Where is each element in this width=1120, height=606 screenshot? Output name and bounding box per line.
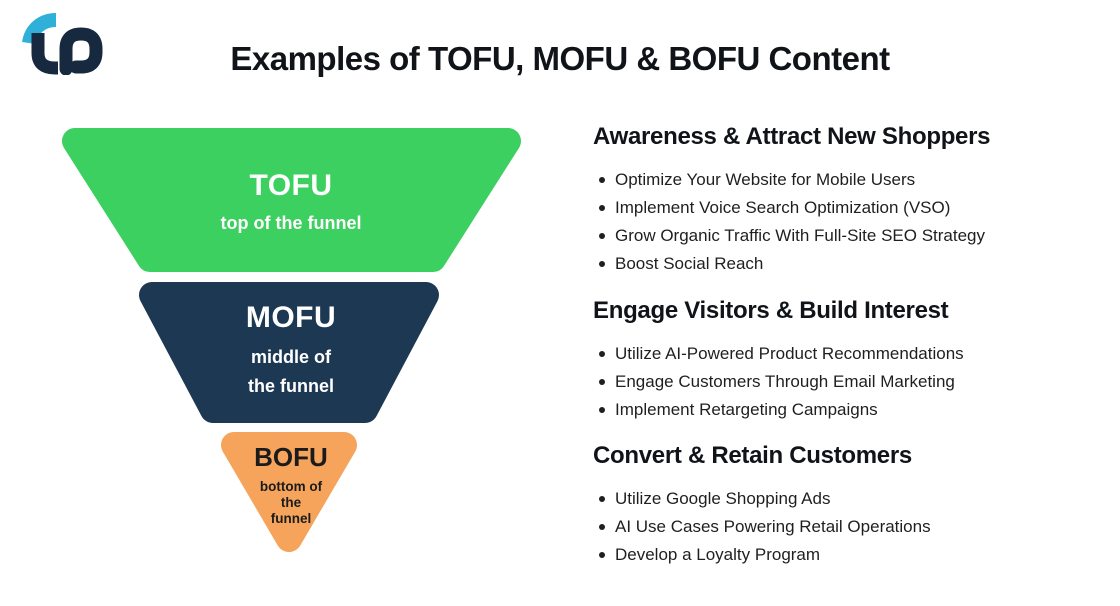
funnel-sublabel-line: top of the funnel: [220, 213, 362, 233]
funnel-label-bofu: BOFU: [254, 442, 328, 472]
list-item: Utilize AI-Powered Product Recommendatio…: [593, 340, 1113, 368]
funnel-sublabel-bofu: bottom of the funnel: [141, 479, 441, 527]
funnel-sublabel-line: the funnel: [248, 376, 334, 396]
bullet-list: Utilize Google Shopping Ads AI Use Cases…: [593, 485, 1113, 569]
funnel-stage-tofu-shape: [62, 128, 521, 272]
list-item: Implement Voice Search Optimization (VSO…: [593, 194, 1113, 222]
funnel-sublabel-line: bottom of: [259, 479, 323, 494]
list-item: AI Use Cases Powering Retail Operations: [593, 513, 1113, 541]
funnel-label-tofu: TOFU: [249, 169, 333, 202]
list-item: Engage Customers Through Email Marketing: [593, 368, 1113, 396]
bullet-list: Optimize Your Website for Mobile Users I…: [593, 166, 1113, 278]
section-engage: Engage Visitors & Build Interest Utilize…: [593, 296, 1113, 424]
bullet-list: Utilize AI-Powered Product Recommendatio…: [593, 340, 1113, 424]
section-convert: Convert & Retain Customers Utilize Googl…: [593, 441, 1113, 569]
section-heading: Awareness & Attract New Shoppers: [593, 123, 991, 150]
section-heading: Engage Visitors & Build Interest: [593, 297, 949, 324]
list-item: Optimize Your Website for Mobile Users: [593, 166, 1113, 194]
funnel-label-mofu: MOFU: [245, 301, 337, 334]
funnel-sublabel-line: the: [280, 495, 302, 510]
list-item: Utilize Google Shopping Ads: [593, 485, 1113, 513]
list-item: Boost Social Reach: [593, 250, 1113, 278]
funnel-sublabel-tofu: top of the funnel: [141, 212, 441, 234]
list-item: Grow Organic Traffic With Full-Site SEO …: [593, 222, 1113, 250]
funnel-stage-mofu-shape: [139, 282, 439, 423]
section-heading: Convert & Retain Customers: [593, 442, 912, 469]
funnel-diagram: [62, 128, 521, 552]
funnel-sublabel-line: funnel: [270, 511, 312, 526]
funnel-sublabel-line: middle of: [251, 347, 331, 367]
list-item: Develop a Loyalty Program: [593, 541, 1113, 569]
list-item: Implement Retargeting Campaigns: [593, 396, 1113, 424]
section-awareness: Awareness & Attract New Shoppers Optimiz…: [593, 122, 1113, 278]
page-title: Examples of TOFU, MOFU & BOFU Content: [230, 40, 890, 77]
tro-logo-icon: [22, 13, 103, 75]
funnel-stage-bofu-shape: [221, 432, 357, 552]
funnel-sublabel-mofu: middle of the funnel: [141, 343, 441, 401]
